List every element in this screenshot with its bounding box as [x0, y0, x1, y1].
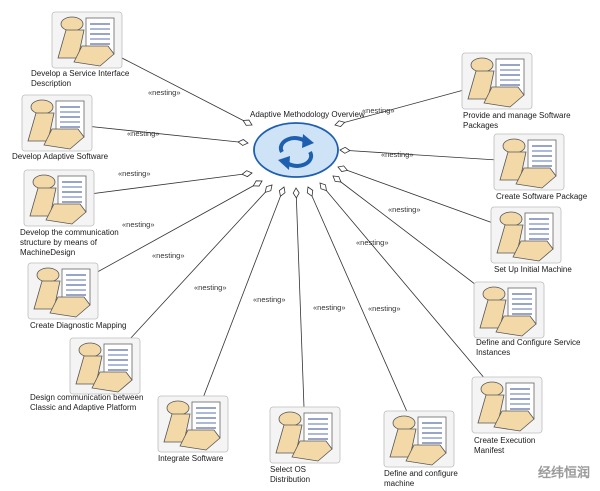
- nesting-diamond-icon: [306, 186, 314, 197]
- nesting-label: «nesting»: [388, 205, 421, 214]
- nesting-diamond-icon: [334, 120, 346, 128]
- activity-node-label: Develop a Service Interface Description: [31, 69, 130, 88]
- nesting-label: «nesting»: [362, 106, 395, 115]
- center-title: Adaptive Methodology Overview: [250, 110, 365, 119]
- nesting-connector: [295, 187, 306, 436]
- nesting-diamond-icon: [278, 186, 286, 198]
- nesting-label: «nesting»: [381, 150, 414, 159]
- nesting-diamond-icon: [237, 139, 249, 146]
- nesting-label: «nesting»: [356, 238, 389, 247]
- nesting-label: «nesting»: [122, 220, 155, 229]
- watermark-text: 经纬恒润: [537, 466, 590, 481]
- activity-node-label: Develop the communication structure by m…: [20, 228, 119, 257]
- activity-node-label: Define and Configure Service Instances: [476, 338, 581, 357]
- activity-node-label: Integrate Software: [158, 454, 224, 463]
- activity-node-label: Design communication between Classic and…: [30, 393, 144, 412]
- nesting-diamond-icon: [241, 170, 253, 178]
- activity-node-icon[interactable]: [21, 94, 93, 152]
- activity-node-icon[interactable]: [473, 281, 545, 339]
- activity-node-label: Set Up Initial Machine: [494, 265, 572, 274]
- activity-node-icon[interactable]: [69, 337, 141, 395]
- nesting-connector: [192, 186, 285, 425]
- activity-node-icon[interactable]: [27, 262, 99, 320]
- nesting-diamond-icon: [332, 175, 342, 183]
- activity-node-icon[interactable]: [23, 169, 95, 227]
- nesting-connector: [104, 184, 273, 367]
- nesting-connector: [319, 182, 508, 406]
- nesting-diamond-icon: [252, 180, 263, 187]
- nesting-diamond-icon: [292, 187, 300, 199]
- nesting-label: «nesting»: [118, 169, 151, 178]
- methodology-hub-ellipse[interactable]: [253, 122, 339, 178]
- nesting-label: «nesting»: [313, 303, 346, 312]
- cycle-arrows-icon: [278, 134, 314, 170]
- activity-node-label: Create Execution Manifest: [474, 436, 536, 455]
- nesting-label: «nesting»: [368, 304, 401, 313]
- activity-node-icon[interactable]: [490, 206, 562, 264]
- nesting-diamond-icon: [319, 182, 327, 192]
- nesting-diamond-icon: [264, 184, 273, 193]
- nesting-label: «nesting»: [127, 129, 160, 138]
- activity-node-icon[interactable]: [461, 52, 533, 110]
- activity-node-icon[interactable]: [383, 410, 455, 468]
- activity-node-icon[interactable]: [471, 376, 543, 434]
- activity-node-label: Select OS Distribution: [270, 465, 311, 484]
- nesting-connector: [307, 186, 420, 440]
- nesting-label: «nesting»: [148, 88, 181, 97]
- activity-node-icon[interactable]: [51, 11, 123, 69]
- activity-node-label: Create Diagnostic Mapping: [30, 321, 127, 330]
- nesting-diamond-icon: [339, 146, 351, 154]
- nesting-diamond-icon: [337, 165, 349, 172]
- nesting-diamond-icon: [242, 119, 253, 126]
- activity-node-label: Develop Adaptive Software: [12, 152, 109, 161]
- activity-node-label: Define and configure machine: [384, 469, 458, 488]
- activity-node-label: Provide and manage Software Packages: [463, 111, 571, 130]
- nesting-label: «nesting»: [152, 251, 185, 260]
- nesting-label: «nesting»: [194, 283, 227, 292]
- activity-node-icon[interactable]: [157, 395, 229, 453]
- nesting-label: «nesting»: [253, 295, 286, 304]
- activity-node-icon[interactable]: [493, 133, 565, 191]
- activity-node-label: Create Software Package: [496, 192, 588, 201]
- activity-node-icon[interactable]: [269, 406, 341, 464]
